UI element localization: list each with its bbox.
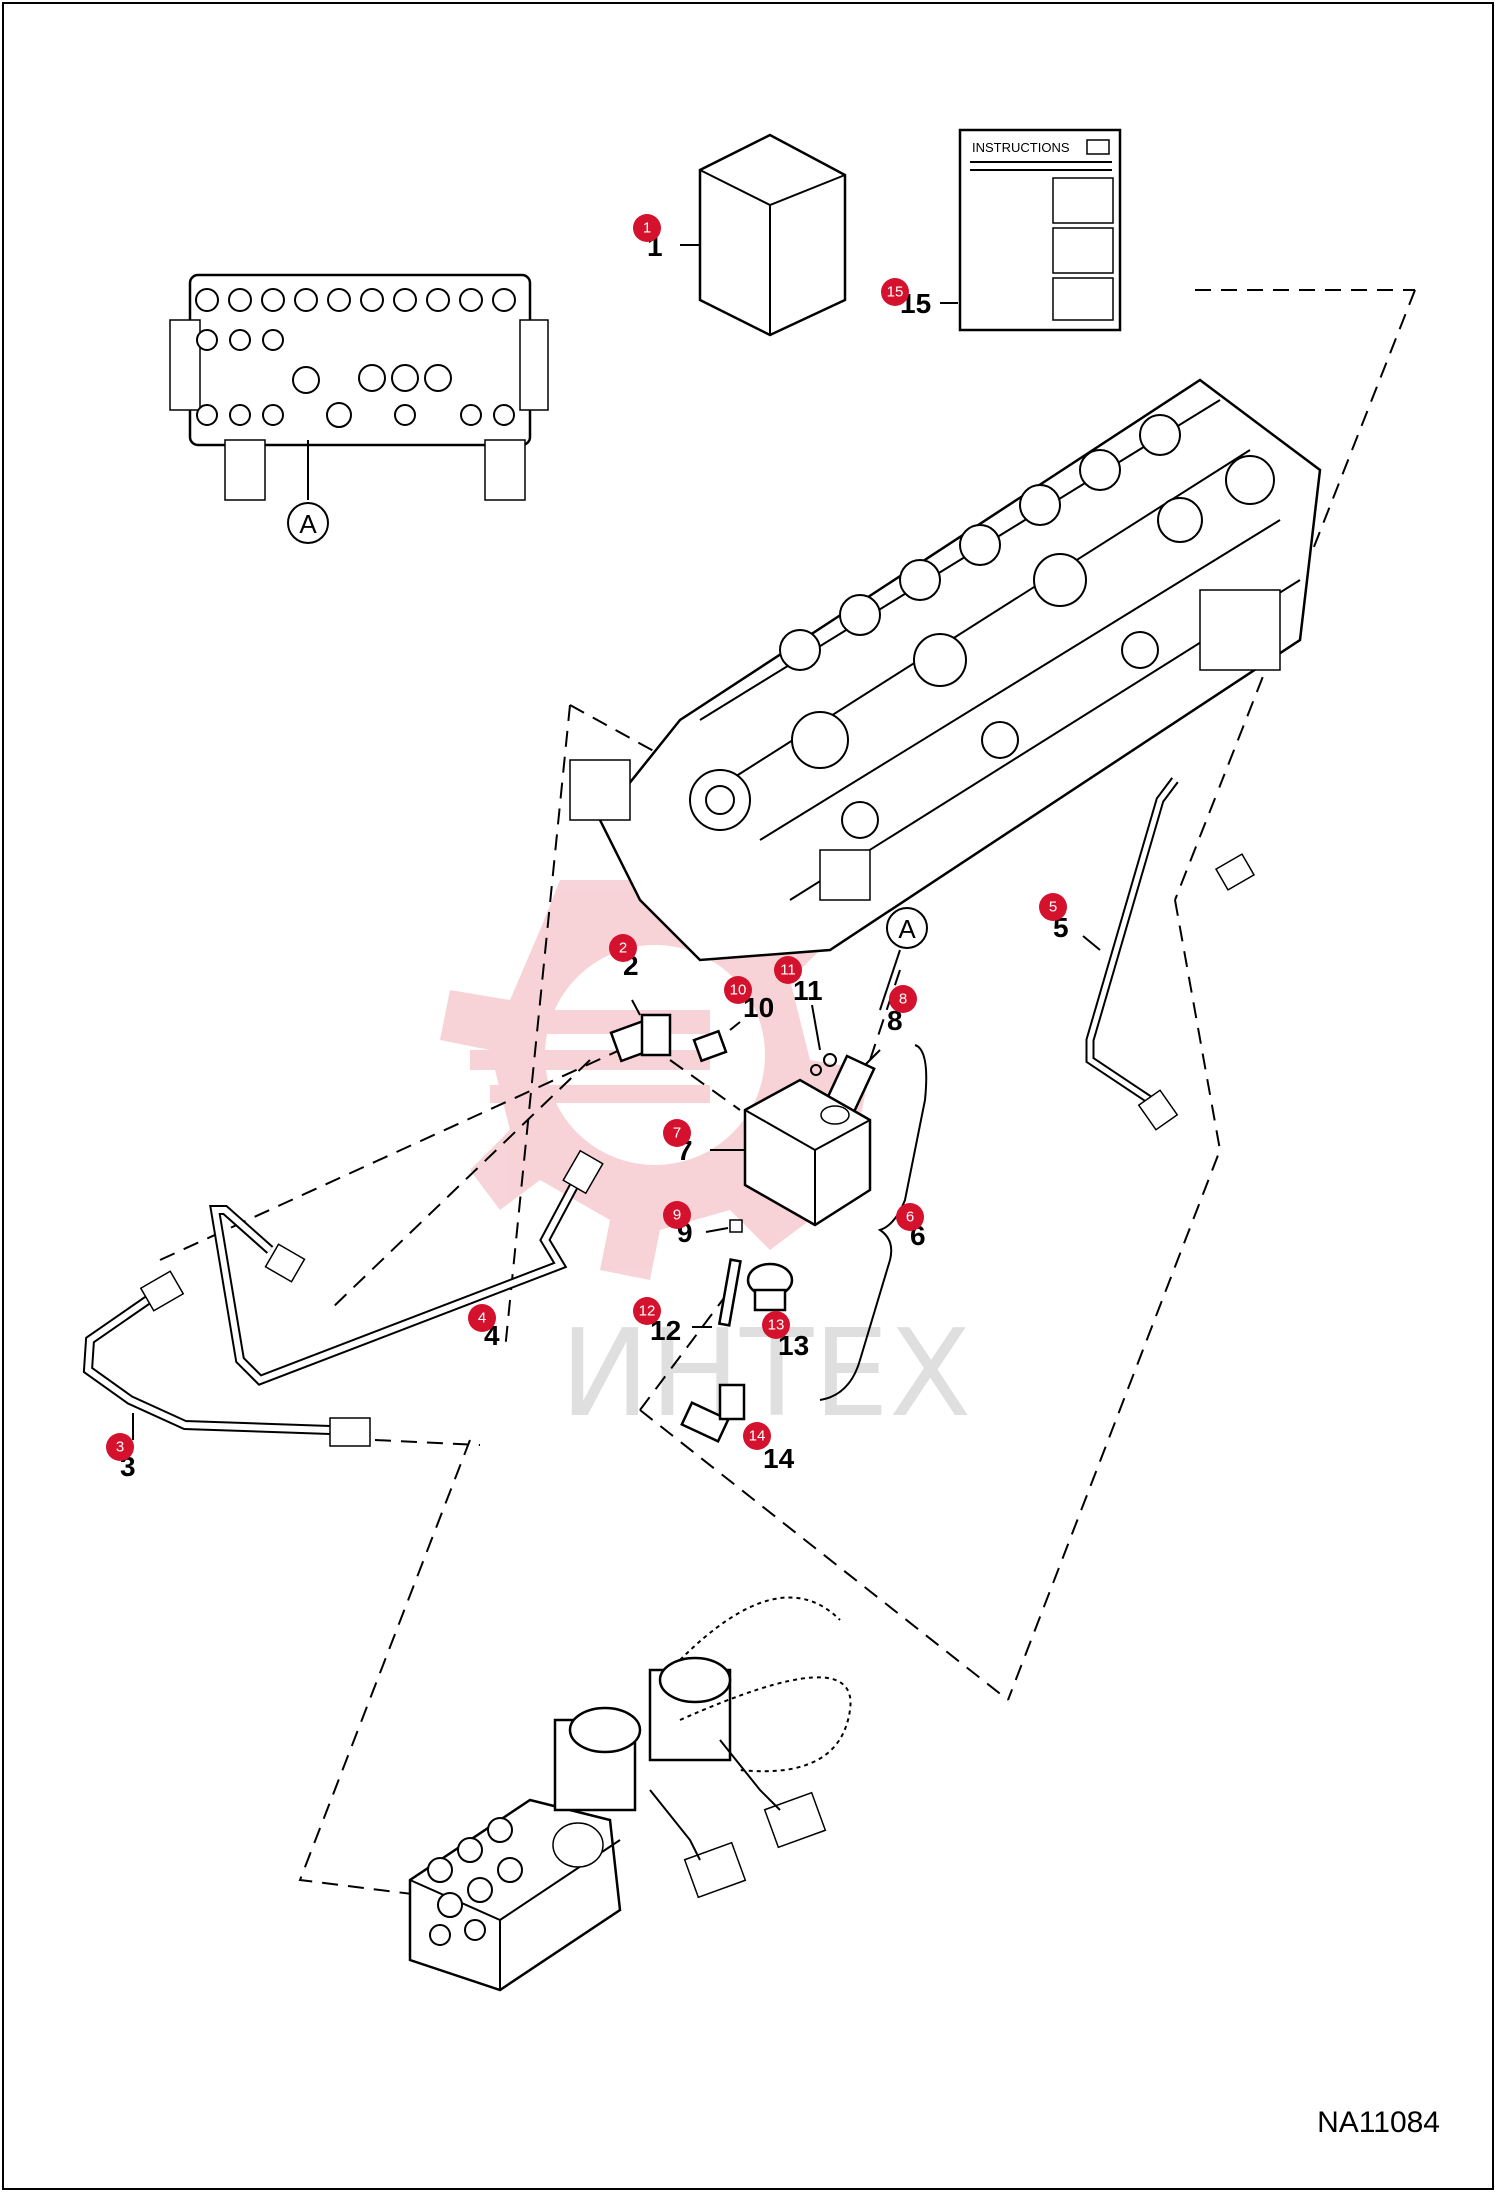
callout-6: 6 — [896, 1203, 924, 1231]
part-9-plug — [705, 1219, 743, 1233]
svg-text:4: 4 — [478, 1310, 486, 1327]
lower-valve-assembly — [408, 1596, 852, 1992]
callout-3: 3 — [106, 1433, 134, 1461]
part-14-elbow — [680, 1383, 746, 1443]
svg-text:5: 5 — [1049, 899, 1057, 916]
part-12-pin — [692, 1258, 742, 1328]
instructions-label: INSTRUCTIONS — [972, 140, 1070, 155]
svg-text:6: 6 — [906, 1209, 914, 1226]
part-10-plug — [692, 1021, 741, 1063]
dashed-guides — [159, 289, 1416, 1896]
svg-text:8: 8 — [899, 991, 907, 1008]
svg-text:15: 15 — [887, 284, 904, 301]
callout-4: 4 — [468, 1304, 496, 1332]
callout-2: 2 — [609, 934, 637, 962]
callout-11: 11 — [774, 956, 802, 984]
svg-text:13: 13 — [768, 1317, 785, 1334]
callout-15: 15 — [881, 278, 909, 306]
valve-block-top-view: A — [169, 273, 549, 544]
callout-12: 12 — [633, 1297, 661, 1325]
part-3-tube — [82, 1270, 371, 1447]
svg-text:7: 7 — [673, 1125, 681, 1142]
view-label-a-circle — [886, 907, 928, 949]
svg-text:10: 10 — [730, 982, 747, 999]
part-13-fitting — [746, 1262, 794, 1312]
svg-text:3: 3 — [116, 1439, 124, 1456]
part-11-oring — [810, 1004, 837, 1076]
main-valve-assembly — [569, 378, 1322, 962]
svg-text:1: 1 — [643, 220, 651, 237]
part-7-valve-body — [710, 1078, 872, 1227]
part-5-tube — [1082, 777, 1293, 1131]
reference-code: NA11084 — [1317, 2106, 1440, 2139]
label-8: 8 — [887, 1005, 903, 1036]
part-1-box — [680, 133, 847, 337]
part-4-tube — [209, 1149, 604, 1386]
part-2-elbow — [609, 999, 672, 1063]
callout-14: 14 — [743, 1422, 771, 1450]
callout-5: 5 — [1039, 893, 1067, 921]
callout-7: 7 — [663, 1119, 691, 1147]
svg-text:12: 12 — [639, 1303, 656, 1320]
svg-text:11: 11 — [780, 962, 796, 979]
svg-text:2: 2 — [619, 940, 627, 957]
view-label-a-main: A — [898, 914, 916, 944]
callout-13: 13 — [762, 1311, 790, 1339]
label-11: 11 — [793, 975, 823, 1006]
part-15-instructions: INSTRUCTIONS — [940, 128, 1122, 332]
callout-9: 9 — [663, 1201, 691, 1229]
label-14: 14 — [763, 1443, 795, 1474]
callout-8: 8 — [889, 985, 917, 1013]
callout-1: 1 — [633, 214, 661, 242]
part-6-bracket — [819, 1044, 928, 1401]
callout-10: 10 — [724, 976, 752, 1004]
svg-text:14: 14 — [749, 1428, 766, 1445]
svg-text:9: 9 — [673, 1207, 681, 1224]
view-label-a-top: A — [299, 509, 317, 539]
